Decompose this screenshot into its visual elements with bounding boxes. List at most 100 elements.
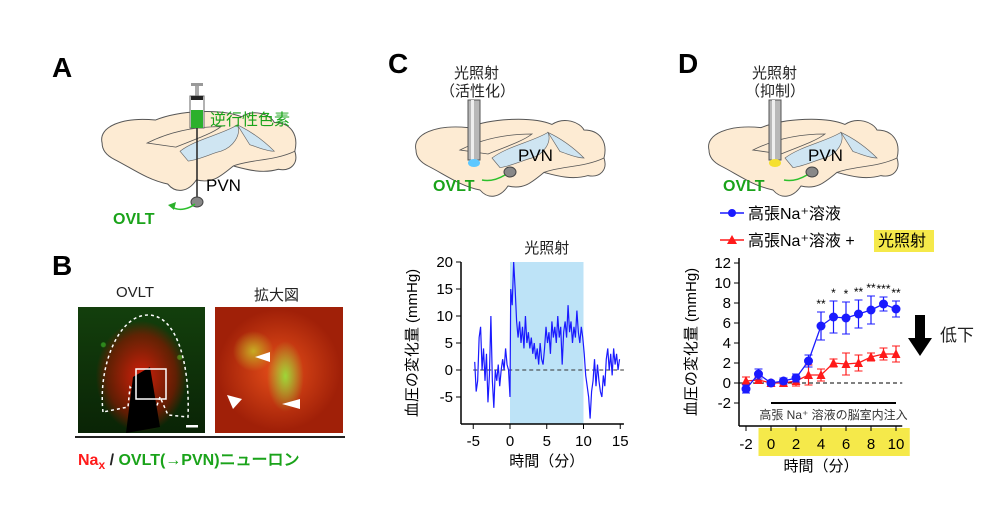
data-point [791,373,801,383]
down-arrow-icon [908,315,932,356]
panel-label-d: D [678,48,699,79]
y-tick-label: 4 [723,335,731,352]
x-tick-label: -2 [739,436,752,453]
data-point [829,358,838,367]
x-tick-label: 5 [543,433,551,450]
light-period-highlight [758,428,910,456]
x-tick-label: 10 [575,433,592,450]
significance-mark: ** [891,286,901,300]
magnified-micrograph [215,307,343,433]
injection-label: 高張 Na⁺ 溶液の脳室内注入 [759,407,907,422]
x-tick-label: 2 [792,436,800,453]
y-tick-label: -2 [718,395,731,412]
magnified-image-title: 拡大図 [254,287,300,304]
legend-marker-triangle [727,235,737,244]
ovlt-label-a: OVLT [113,211,155,228]
y-axis-label: 血圧の変化量 (mmHg) [683,268,700,416]
legend-label: 高張Na⁺溶液 + [748,232,855,250]
chart-title: 光照射 [524,240,569,257]
data-point [829,312,838,322]
y-tick-label: 5 [445,335,453,352]
blue-light-icon [468,159,480,167]
light-highlight [874,230,934,252]
caption-slash: / [105,452,119,469]
x-tick-label: 6 [842,436,850,453]
y-tick-label: 20 [436,254,453,271]
x-tick-label: 0 [506,433,514,450]
data-point [841,359,851,368]
data-point [804,370,813,379]
data-point [804,356,813,366]
x-tick-label: 4 [817,436,825,453]
y-tick-label: 0 [445,362,453,379]
b-caption: Nax / OVLT(→PVN)ニューロン [78,446,300,472]
data-point [766,378,776,388]
light-inhibition-line2: （抑制） [745,83,806,100]
panel-label-c: C [388,48,409,79]
data-point [879,349,888,358]
ovlt-micrograph [78,307,205,433]
x-tick-label: 0 [767,436,775,453]
x-tick-label: 8 [867,436,875,453]
nax-label: Na [78,452,99,469]
data-point [891,304,901,314]
x-axis-label: 時間（分） [783,458,858,475]
x-tick-label: 15 [612,433,629,450]
light-on-shading [510,262,584,424]
chart-c: 光照射 20 15 10 5 0 -5 -5 0 5 10 15 時間（分） 血圧の変化量 (mmHg) [404,240,629,470]
panel-label-b: B [52,250,73,281]
y-tick-label: 10 [436,308,453,325]
light-inhibition-line1: 光照射 [752,65,798,82]
legend-marker-circle [728,209,736,217]
retrograde-dye-label: 逆行性色素 [210,112,291,129]
divider [75,436,345,438]
data-point [879,299,888,309]
x-tick-label: -5 [467,433,480,450]
data-point [816,321,826,331]
ovlt-label-c: OVLT [433,178,475,195]
yellow-light-icon [769,159,781,167]
panel-label-a: A [52,52,73,83]
data-point [866,352,876,361]
significance-mark: ** [866,281,876,295]
data-point [741,384,751,394]
ovlt-image-title: OVLT [116,284,155,301]
decrease-label: 低下 [940,326,974,345]
significance-mark: * [831,286,836,300]
pvn-label-a: PVN [206,176,241,195]
arrowhead-icon [255,352,270,362]
legend-light-label: 光照射 [878,232,926,250]
significance-mark: * [844,287,849,301]
data-point [779,376,788,386]
y-tick-label: -5 [440,389,453,406]
pvn-label-c: PVN [518,146,553,165]
x-tick-label: 10 [888,436,905,453]
y-tick-label: 12 [714,255,731,272]
y-tick-label: 6 [723,315,731,332]
pvn-label-d: PVN [808,146,843,165]
blood-pressure-trace [474,261,621,419]
data-point [891,349,901,358]
significance-mark: ** [816,297,826,311]
y-tick-label: 0 [723,375,731,392]
nax-subscript: x [98,458,106,473]
data-point [854,358,863,367]
data-point [741,376,751,385]
data-point [841,313,851,323]
syringe-plunger-icon [191,83,203,86]
data-point [866,305,876,315]
ovlt-label-d: OVLT [723,178,765,195]
y-tick-label: 2 [723,355,731,372]
x-axis-label: 時間（分） [509,453,584,470]
y-tick-label: 10 [714,275,731,292]
significance-mark: ** [854,285,864,299]
legend-label: 高張Na⁺溶液 [748,205,841,223]
y-axis-label: 血圧の変化量 (mmHg) [404,269,421,417]
arrowhead-icon [282,399,300,409]
arrowhead-icon [227,395,242,409]
y-tick-label: 8 [723,295,731,312]
y-tick-label: 15 [436,281,453,298]
light-activation-line2: （活性化） [440,83,516,100]
